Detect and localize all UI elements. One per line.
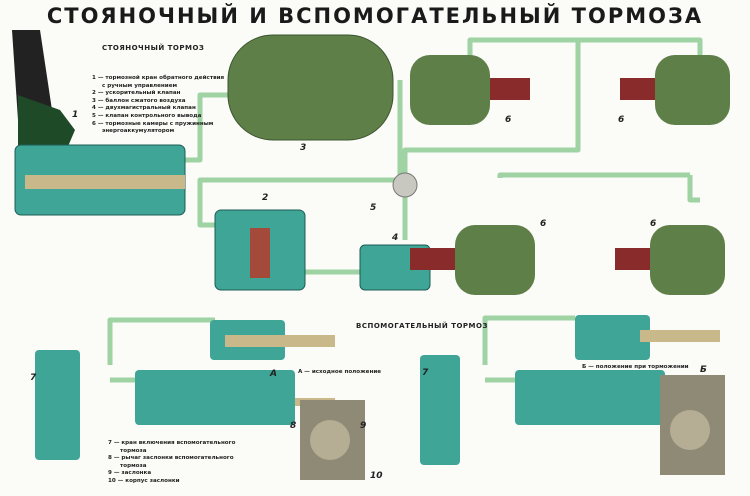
aux-valve-left <box>35 350 80 460</box>
callout-2: 2 <box>262 193 268 203</box>
callout-9: 9 <box>360 421 366 431</box>
callout-6b: 6 <box>618 115 624 125</box>
callout-10: 10 <box>370 471 383 481</box>
state-a-note: А — исходное положение <box>298 369 382 375</box>
callout-6c: 6 <box>540 219 546 229</box>
callout-6d: 6 <box>650 219 656 229</box>
callout-1: 1 <box>72 110 78 120</box>
aux-cylinder-right <box>515 370 665 425</box>
auxiliary-brake-heading: ВСПОМОГАТЕЛЬНЫЙ ТОРМОЗ <box>356 322 488 330</box>
callout-6a: 6 <box>505 115 511 125</box>
aux-cylinder-left <box>135 370 295 425</box>
callout-b: Б <box>700 365 707 375</box>
callout-7b: 7 <box>422 368 429 378</box>
spring-brake-chambers <box>410 55 730 295</box>
parking-brake-heading: СТОЯНОЧНЫЙ ТОРМОЗ <box>102 44 205 52</box>
air-tank <box>227 34 394 141</box>
callout-3: 3 <box>300 143 306 153</box>
callout-labels: 1 2 3 4 5 6 6 6 6 7 7 8 9 10 А Б <box>30 110 707 481</box>
callout-a: А <box>269 369 277 379</box>
callout-4: 4 <box>391 233 398 243</box>
callout-5: 5 <box>370 203 376 213</box>
parking-legend: 1 — тормозной кран обратного действия с … <box>92 75 225 135</box>
auxiliary-legend: 7 — кран включения вспомогательного торм… <box>108 440 236 484</box>
control-outlet-valve <box>392 172 418 198</box>
aux-valve-right <box>420 355 460 465</box>
poster-title: СТОЯНОЧНЫЙ И ВСПОМОГАТЕЛЬНЫЙ ТОРМОЗА <box>46 4 704 28</box>
callout-7a: 7 <box>30 373 37 383</box>
state-b-note: Б — положение при торможении <box>582 364 689 370</box>
callout-8: 8 <box>290 421 296 431</box>
air-pipes <box>107 37 703 383</box>
